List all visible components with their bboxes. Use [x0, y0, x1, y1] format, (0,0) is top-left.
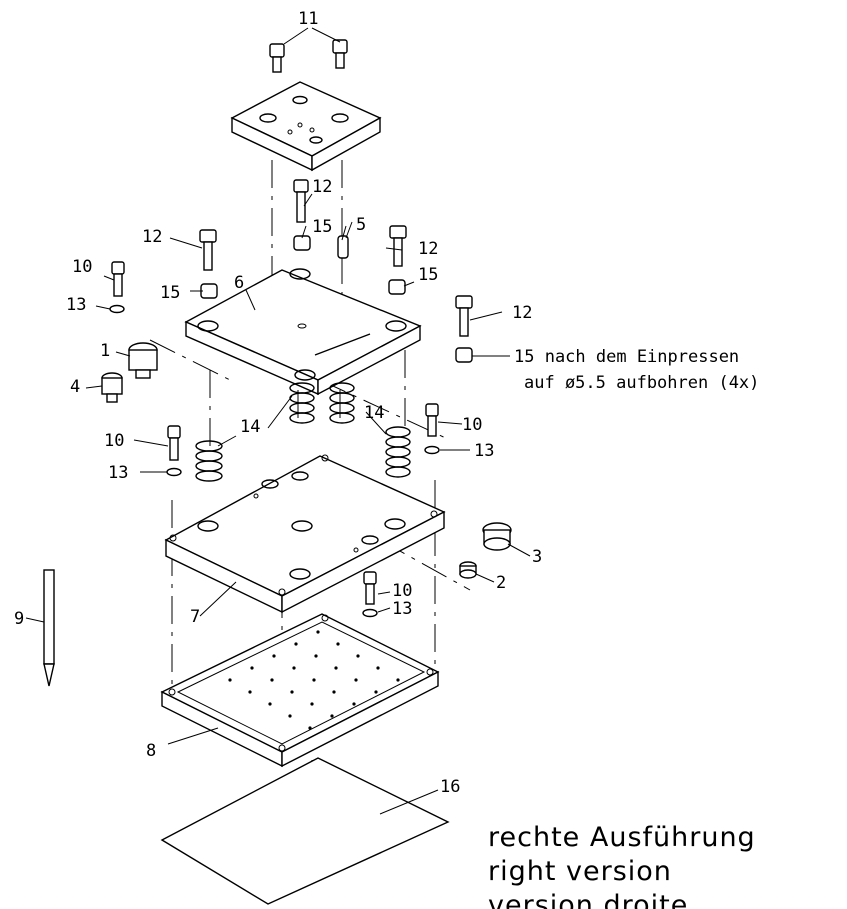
label-4: 4	[70, 377, 80, 397]
label-10-d: 10	[392, 581, 412, 601]
label-13-b: 13	[108, 463, 128, 483]
spring-14-a	[195, 440, 223, 482]
version-fr: version droite	[488, 890, 688, 909]
version-de: rechte Ausführung	[488, 822, 756, 853]
fitting-3	[482, 522, 512, 551]
stylus-9	[43, 569, 55, 687]
bushing-15-left	[200, 283, 218, 299]
label-12-top: 12	[312, 177, 332, 197]
connector-4	[101, 372, 123, 403]
grid-plate-8	[160, 613, 440, 768]
washer-13-b	[166, 467, 182, 477]
label-12-right: 12	[512, 303, 532, 323]
pin-5	[337, 235, 349, 259]
bushing-15-top	[293, 235, 311, 251]
screw-10-b	[167, 425, 181, 461]
label-10-a: 10	[72, 257, 92, 277]
screw-12-mid	[389, 225, 407, 267]
label-15-left: 15	[160, 283, 180, 303]
screw-11-right	[332, 39, 348, 69]
label-11: 11	[298, 9, 318, 29]
washer-13-c	[424, 445, 440, 455]
label-8: 8	[146, 741, 156, 761]
springs-14	[195, 382, 411, 482]
screw-10-d	[363, 571, 377, 605]
label-7: 7	[190, 607, 200, 627]
label-13-d: 13	[392, 599, 412, 619]
part-labels: 11 12 12 12 12 15 15 15 5 6 10 13 1 4 10…	[14, 9, 542, 797]
label-10-b: 10	[104, 431, 124, 451]
note-line-2: auf ø5.5 aufbohren (4x)	[524, 373, 759, 393]
version-caption: rechte Ausführung right version version …	[488, 822, 756, 909]
label-10-c: 10	[462, 415, 482, 435]
bushing-note: 15 nach dem Einpressen auf ø5.5 aufbohre…	[514, 347, 759, 393]
screw-12-left	[199, 229, 217, 271]
label-14-b: 14	[364, 403, 384, 423]
spring-14-c	[329, 382, 355, 424]
screw-12-top	[293, 179, 309, 223]
screw-10-c	[425, 403, 439, 437]
washer-13-a	[109, 304, 125, 314]
label-12-mid: 12	[418, 239, 438, 259]
label-12-left: 12	[142, 227, 162, 247]
spring-14-d	[385, 426, 411, 478]
label-16: 16	[440, 777, 460, 797]
label-15-top: 15	[312, 217, 332, 237]
label-9: 9	[14, 609, 24, 629]
label-14-a: 14	[240, 417, 260, 437]
bushing-15-mid	[388, 279, 406, 295]
base-plate-7	[164, 454, 446, 614]
top-plate	[230, 81, 382, 172]
label-15-mid: 15	[418, 265, 438, 285]
label-5: 5	[356, 215, 366, 235]
label-13-c: 13	[474, 441, 494, 461]
spring-14-b	[289, 382, 315, 424]
screw-11-left	[269, 43, 285, 73]
label-2: 2	[496, 573, 506, 593]
screw-10-a	[111, 261, 125, 297]
grid-holes	[228, 630, 400, 730]
sheet-16	[160, 757, 450, 905]
label-6: 6	[234, 273, 244, 293]
fitting-2	[459, 561, 477, 579]
guide-plate-6	[184, 268, 422, 396]
screw-12-right	[455, 295, 473, 337]
label-13-a: 13	[66, 295, 86, 315]
bushing-15-right	[455, 347, 473, 363]
version-en: right version	[488, 856, 672, 887]
note-line-1: 15 nach dem Einpressen	[514, 347, 739, 367]
washer-13-d	[362, 608, 378, 618]
leader-lines	[25, 27, 531, 815]
fitting-1	[128, 342, 158, 379]
label-3: 3	[532, 547, 542, 567]
label-1: 1	[100, 341, 110, 361]
